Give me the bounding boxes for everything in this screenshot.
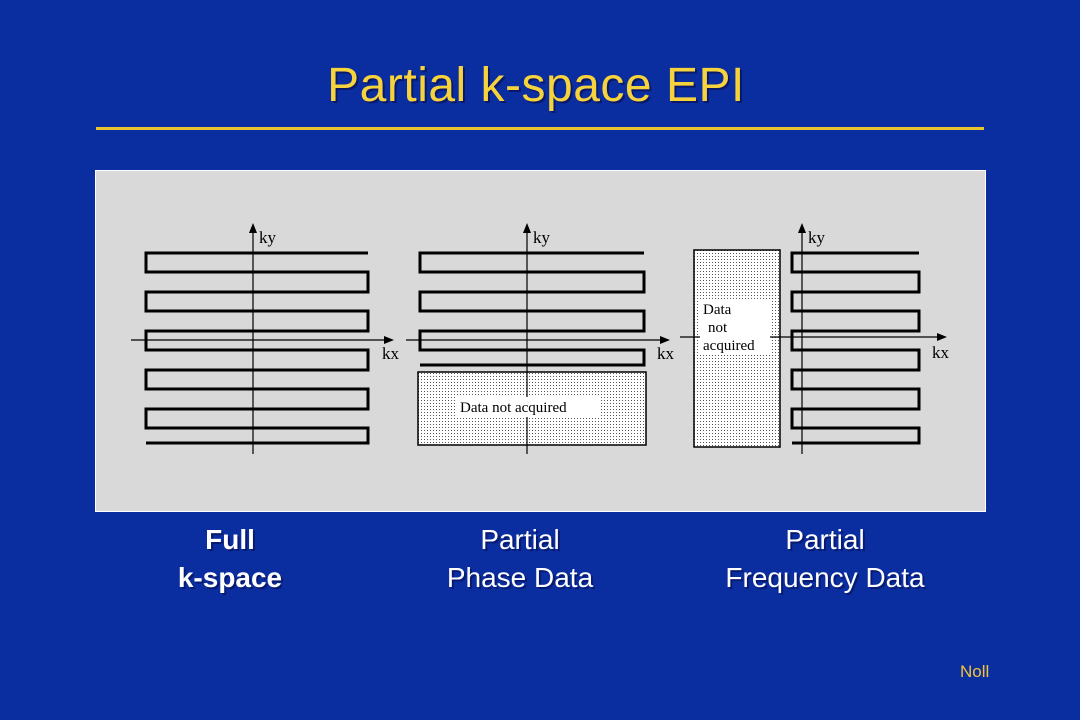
full-ky-arrowhead: [249, 223, 257, 233]
caption-full-kspace: Full k-space: [140, 521, 320, 597]
caption-phase-line-1: Partial: [480, 524, 560, 555]
kspace-figure: ky kx ky kx Data not acquired ky kx: [131, 223, 950, 454]
partial-phase-diagram: ky kx Data not acquired: [406, 223, 675, 454]
title-underline: [96, 127, 984, 130]
frequency-ky-label: ky: [808, 228, 826, 247]
frequency-note-line-3: acquired: [703, 338, 755, 354]
phase-kx-label: kx: [657, 344, 675, 363]
caption-full-line-1: Full: [205, 524, 255, 555]
phase-kx-arrowhead: [660, 336, 670, 344]
caption-partial-frequency: Partial Frequency Data: [680, 521, 970, 597]
slide-title: Partial k-space EPI: [327, 59, 745, 112]
frequency-note-line-1: Data: [703, 302, 732, 318]
phase-not-acquired-text: Data not acquired: [460, 400, 567, 416]
full-ky-label: ky: [259, 228, 277, 247]
full-kx-arrowhead: [384, 336, 394, 344]
phase-trajectory: [418, 251, 646, 367]
frequency-kx-label: kx: [932, 343, 950, 362]
full-kx-label: kx: [382, 344, 400, 363]
frequency-note-line-2: not: [708, 320, 728, 336]
caption-partial-phase: Partial Phase Data: [400, 521, 640, 597]
caption-phase-line-2: Phase Data: [446, 562, 594, 593]
kspace-figure-panel: ky kx ky kx Data not acquired ky kx: [95, 170, 986, 512]
author-credit: Noll: [960, 662, 990, 681]
full-kspace-trajectory: [144, 251, 370, 445]
frequency-note-backdrop: [700, 299, 770, 355]
phase-ky-arrowhead: [523, 223, 531, 233]
full-kspace-diagram: ky kx: [131, 223, 400, 454]
phase-note-backdrop: [457, 397, 600, 417]
frequency-ky-arrowhead: [798, 223, 806, 233]
partial-frequency-diagram: ky kx Data not acquired: [680, 223, 950, 454]
caption-frequency-line-1: Partial: [785, 524, 865, 555]
caption-frequency-line-2: Frequency Data: [725, 562, 925, 593]
phase-ky-label: ky: [533, 228, 551, 247]
frequency-kx-arrowhead: [937, 333, 947, 341]
frequency-trajectory: [790, 251, 921, 445]
caption-full-line-2: k-space: [177, 562, 283, 593]
